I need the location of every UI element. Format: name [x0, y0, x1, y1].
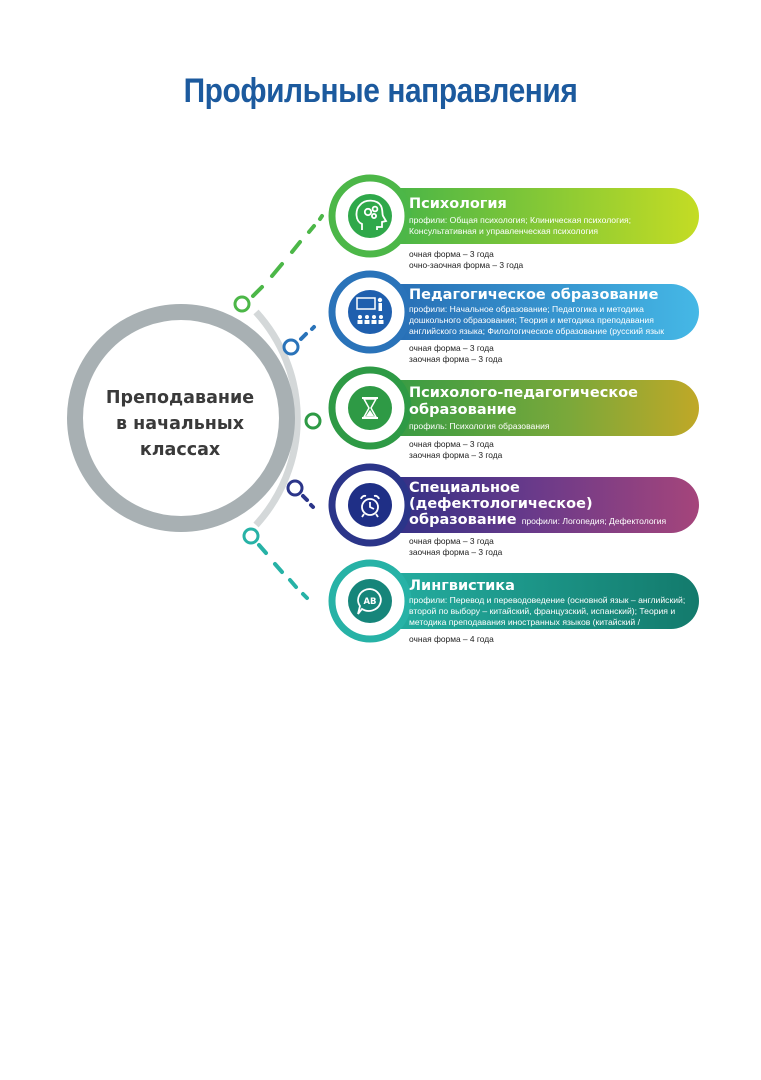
form-line: очная форма – 3 года	[409, 439, 494, 449]
head-gears-icon	[355, 199, 388, 230]
node-linguistics	[242, 527, 260, 545]
center-label-line1: Преподавание	[105, 388, 255, 408]
dotted-connector-pedagogy	[299, 325, 316, 341]
direction-title-special-line2: (дефектологическое)	[409, 496, 593, 512]
form-line: очная форма – 3 года	[409, 249, 494, 259]
teacher-classroom-icon	[356, 297, 384, 324]
direction-title-special-line1: Специальное	[409, 480, 520, 496]
direction-title-psychology: Психология	[409, 196, 507, 212]
center-label: Преподавание в начальных классах	[92, 385, 268, 463]
direction-forms-psychology: очная форма – 3 года очно-заочная форма …	[409, 249, 523, 271]
direction-title-special-line3: образование профили: Логопедия; Дефектол…	[409, 512, 666, 529]
icon-circle-psychology	[328, 174, 412, 258]
center-label-line3: классах	[139, 440, 221, 460]
direction-title-psych-ped-line2: образование	[409, 402, 517, 418]
diagram: AB	[67, 174, 699, 643]
speech-bubble-ab-icon: AB	[357, 588, 382, 615]
dotted-connector-psychology	[251, 214, 324, 298]
pill-pedagogy	[370, 284, 699, 340]
form-line: очная форма – 3 года	[409, 343, 494, 353]
direction-profiles-psychology: профили: Общая психология; Клиническая п…	[409, 215, 632, 236]
direction-profiles-psych-ped: профиль: Психология образования	[409, 421, 550, 431]
direction-title-pedagogy: Педагогическое образование	[409, 287, 659, 303]
pill-psychology	[370, 188, 699, 244]
icon-circle-pedagogy	[328, 270, 412, 354]
speech-bubble-ab-text: AB	[363, 597, 376, 607]
form-line: заочная форма – 3 года	[409, 354, 503, 364]
icon-circle-psych-ped	[328, 366, 412, 450]
page-title: Профильные направления	[183, 72, 578, 110]
node-pedagogy	[282, 338, 300, 356]
direction-title-psych-ped-line1: Психолого-педагогическое	[409, 385, 638, 401]
direction-title-linguistics: Лингвистика	[409, 578, 515, 594]
direction-title-special-line3-text: образование	[409, 512, 517, 528]
direction-forms-pedagogy: очная форма – 3 года заочная форма – 3 г…	[409, 343, 502, 365]
hourglass-icon	[362, 397, 378, 419]
node-psychology	[233, 295, 251, 313]
form-line: очная форма – 3 года	[409, 536, 494, 546]
node-special	[286, 479, 304, 497]
pill-linguistics	[370, 573, 699, 629]
dotted-connector-special	[301, 494, 315, 509]
direction-profiles-pedagogy: профили: Начальное образование; Педагоги…	[409, 304, 664, 347]
center-ring	[67, 304, 295, 532]
connector-arc	[253, 309, 301, 528]
form-line: заочная форма – 3 года	[409, 547, 503, 557]
dotted-connector-linguistics	[257, 543, 309, 600]
center-label-line2: в начальных	[116, 414, 244, 434]
form-line: очно-заочная форма – 3 года	[409, 260, 524, 270]
direction-forms-linguistics: очная форма – 4 года	[409, 634, 494, 645]
form-line: заочная форма – 3 года	[409, 450, 503, 460]
direction-forms-special: очная форма – 3 года заочная форма – 3 г…	[409, 536, 502, 558]
pill-psych-ped	[370, 380, 699, 436]
direction-forms-psych-ped: очная форма – 3 года заочная форма – 3 г…	[409, 439, 502, 461]
direction-profiles-special: профили: Логопедия; Дефектология	[521, 516, 667, 526]
pill-special	[370, 477, 699, 533]
alarm-clock-icon	[360, 494, 380, 518]
direction-profiles-linguistics: профили: Перевод и переводоведение (осно…	[409, 595, 686, 638]
node-psych-ped	[304, 412, 322, 430]
form-line: очная форма – 4 года	[409, 634, 494, 644]
